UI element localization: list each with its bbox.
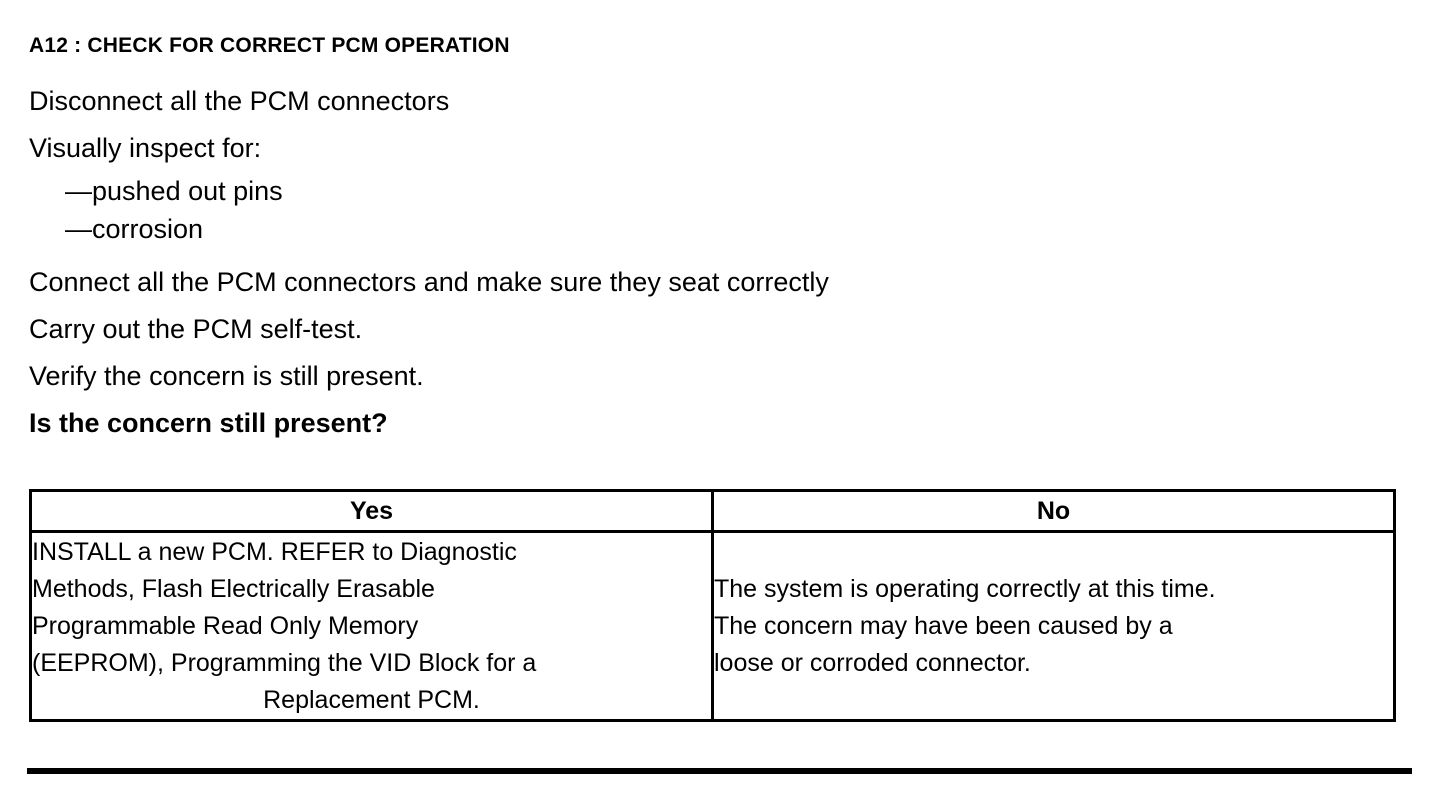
procedure-line-verify: Verify the concern is still present. — [29, 361, 424, 391]
cell-yes-action: INSTALL a new PCM. REFER to Diagnostic M… — [29, 530, 714, 722]
column-header-no: No — [711, 489, 1396, 533]
cell-yes-line-3: Programmable Read Only Memory — [32, 611, 419, 640]
procedure-bullet-pushed-out-pins: —pushed out pins — [65, 176, 283, 206]
cell-yes-line-5: Replacement PCM. — [263, 685, 480, 714]
table-header-row: Yes No — [29, 489, 1396, 533]
decision-table: Yes No INSTALL a new PCM. REFER to Diagn… — [29, 489, 1396, 722]
column-header-yes: Yes — [29, 489, 714, 533]
table-row: INSTALL a new PCM. REFER to Diagnostic M… — [29, 530, 1396, 722]
cell-no-line-1: The system is operating correctly at thi… — [714, 574, 1216, 603]
cell-no-line-3: loose or corroded connector. — [714, 648, 1031, 677]
procedure-line-self-test: Carry out the PCM self-test. — [29, 314, 363, 344]
procedure-list: Disconnect all the PCM connectors Visual… — [29, 78, 1389, 447]
cell-no-line-2: The concern may have been caused by a — [714, 611, 1173, 640]
cell-yes-line-1: INSTALL a new PCM. REFER to Diagnostic — [32, 537, 517, 566]
step-heading: A12 : CHECK FOR CORRECT PCM OPERATION — [29, 34, 510, 57]
bottom-divider-rule — [27, 768, 1412, 774]
procedure-bullet-corrosion: —corrosion — [65, 214, 204, 244]
procedure-question: Is the concern still present? — [29, 408, 388, 438]
cell-yes-line-2: Methods, Flash Electrically Erasable — [32, 574, 435, 603]
procedure-line-disconnect: Disconnect all the PCM connectors — [29, 86, 450, 116]
procedure-line-visually-inspect: Visually inspect for: — [29, 133, 262, 163]
procedure-line-connect: Connect all the PCM connectors and make … — [29, 267, 829, 297]
cell-yes-line-4: (EEPROM), Programming the VID Block for … — [32, 648, 537, 677]
cell-no-action: The system is operating correctly at thi… — [711, 530, 1396, 722]
